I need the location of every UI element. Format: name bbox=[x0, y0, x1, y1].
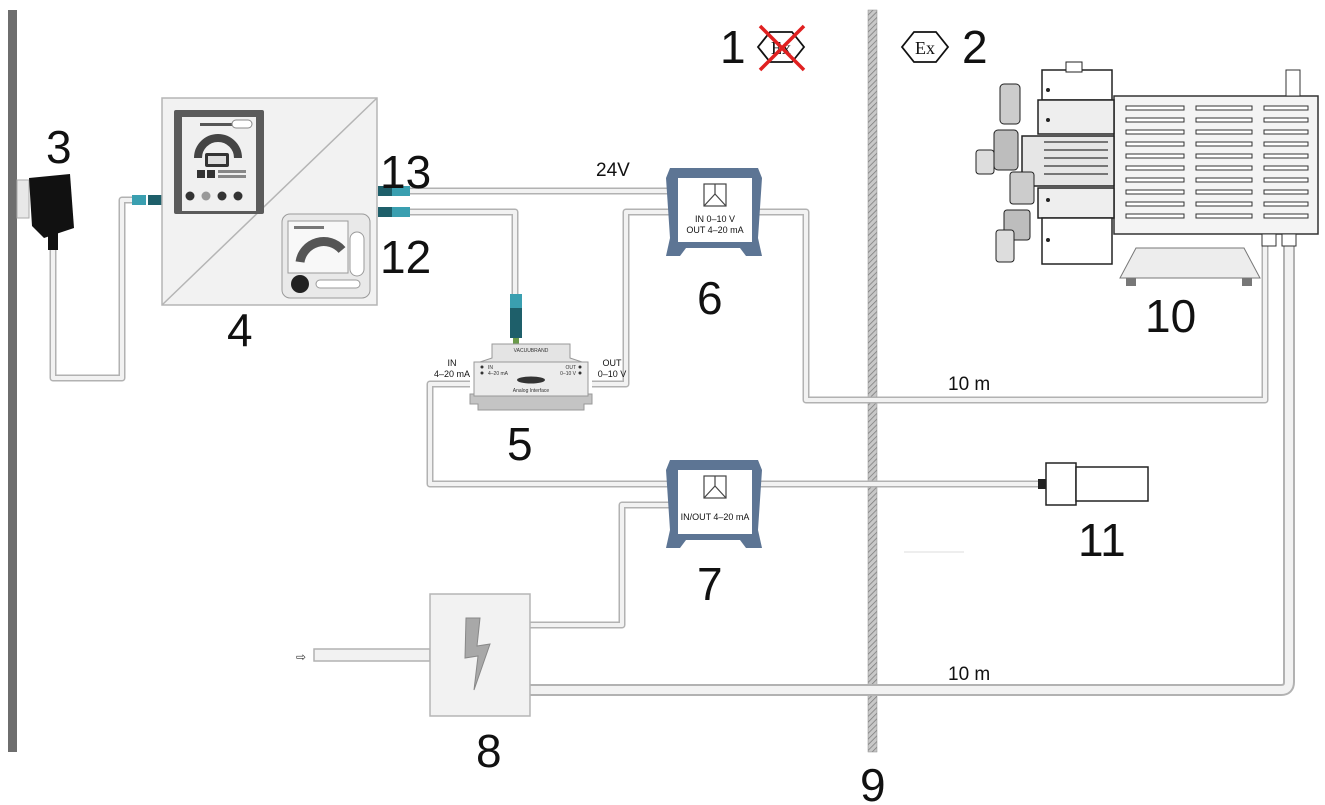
connectors bbox=[132, 186, 522, 344]
cable-length-lower: 10 m bbox=[948, 664, 990, 685]
callout-3: 3 bbox=[46, 121, 72, 173]
converter-brand: VACUUBRAND bbox=[514, 348, 549, 354]
isolator-6: IN 0–10 V OUT 4–20 mA bbox=[666, 168, 762, 256]
converter-tag-in-range: 4–20 mA bbox=[488, 371, 509, 377]
supply-arrow-icon: ⇨ bbox=[296, 650, 306, 664]
callout-8: 8 bbox=[476, 725, 502, 777]
converter-in-range: 4–20 mA bbox=[434, 369, 470, 379]
isolator-7: IN/OUT 4–20 mA bbox=[666, 460, 762, 548]
converter-tag-out: OUT bbox=[565, 365, 576, 371]
power-supply bbox=[16, 174, 74, 250]
callout-1: 1 bbox=[720, 21, 746, 73]
zone-barrier bbox=[867, 9, 878, 753]
converter-tag-out-range: 0–10 V bbox=[560, 371, 577, 377]
isolator-6-line1: IN 0–10 V bbox=[695, 214, 735, 224]
callout-6: 6 bbox=[697, 272, 723, 324]
sensor bbox=[1038, 462, 1149, 506]
converter-out-range: 0–10 V bbox=[598, 369, 627, 379]
analog-converter: VACUUBRAND Analog Interface IN 4–20 mA O… bbox=[469, 343, 593, 411]
vacuum-pump bbox=[975, 61, 1319, 286]
callout-2: 2 bbox=[962, 21, 988, 73]
ex-symbol: Ex bbox=[900, 31, 950, 63]
ex-symbol-forbidden: Ex bbox=[756, 24, 806, 72]
converter-in-label: IN bbox=[448, 358, 457, 368]
power-box bbox=[429, 593, 531, 717]
callout-13: 13 bbox=[380, 146, 431, 198]
cables bbox=[49, 187, 1295, 696]
callout-10: 10 bbox=[1145, 290, 1196, 342]
lightning-icon bbox=[464, 617, 491, 691]
controller-box bbox=[161, 97, 378, 306]
callout-5: 5 bbox=[507, 418, 533, 470]
converter-subtitle: Analog Interface bbox=[513, 388, 550, 394]
callout-11: 11 bbox=[1078, 514, 1126, 566]
converter-tag-in: IN bbox=[488, 365, 493, 371]
callout-4: 4 bbox=[227, 304, 253, 356]
voltage-label: 24V bbox=[596, 160, 630, 181]
converter-out-label: OUT bbox=[603, 358, 623, 368]
ex-text: Ex bbox=[915, 38, 935, 58]
cable-isolator7-power bbox=[530, 501, 670, 629]
callout-7: 7 bbox=[697, 558, 723, 610]
isolator-7-line1: IN/OUT 4–20 mA bbox=[681, 512, 750, 522]
left-wall bbox=[8, 10, 17, 752]
cable-length-upper: 10 m bbox=[948, 374, 990, 395]
isolator-6-line2: OUT 4–20 mA bbox=[686, 225, 743, 235]
callout-9: 9 bbox=[860, 759, 886, 805]
callout-12: 12 bbox=[380, 231, 431, 283]
mains-cable bbox=[313, 648, 431, 662]
